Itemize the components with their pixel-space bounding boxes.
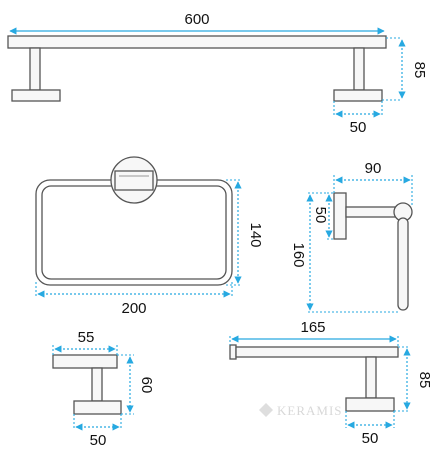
- hand-towel-bar-end-cap: [229, 344, 237, 360]
- towel-bar-left-post: [29, 47, 41, 91]
- paper-holder-rod: [397, 217, 409, 311]
- towel-ring: 140 200: [35, 156, 264, 317]
- robe-hook-width-label: 55: [78, 329, 95, 346]
- towel-ring-holder: [114, 170, 154, 191]
- hand-towel-bar-post: [365, 356, 377, 399]
- towel-bar-right-base: [333, 89, 383, 102]
- towel-ring-height-label: 140: [247, 222, 264, 247]
- hand-towel-bar-base: [345, 397, 395, 412]
- hand-towel-bar-base-label: 50: [362, 430, 379, 447]
- paper-holder-height-label: 160: [290, 242, 307, 267]
- paper-holder-base-plate: [333, 192, 347, 240]
- towel-bar-left-base: [11, 89, 61, 102]
- hand-towel-bar-height-label: 85: [416, 372, 433, 389]
- robe-hook-top-cap: [52, 354, 118, 369]
- robe-hook-height-label: 60: [138, 377, 155, 394]
- hand-towel-bar: 165 85 50: [229, 319, 433, 447]
- robe-hook-base: [73, 400, 122, 415]
- hand-towel-bar-rail: [235, 346, 399, 358]
- towel-bar-right-post: [353, 47, 365, 91]
- towel-bar-rail: [7, 35, 387, 49]
- robe-hook-stem: [91, 367, 103, 402]
- robe-hook-base-label: 50: [90, 432, 107, 449]
- towel-ring-width-label: 200: [121, 300, 146, 317]
- diamond-icon: [259, 403, 273, 417]
- towel-bar-base-label: 50: [350, 119, 367, 136]
- paper-holder: 90 50 160: [290, 160, 413, 313]
- robe-hook: 55 60 50: [52, 329, 155, 449]
- paper-holder-base-label: 50: [312, 207, 329, 224]
- towel-bar-height-label: 85: [411, 62, 428, 79]
- paper-holder-width-label: 90: [365, 160, 382, 177]
- hand-towel-bar-length-label: 165: [300, 319, 325, 336]
- towel-bar: 600 85 50: [7, 11, 428, 136]
- towel-bar-length-label: 600: [184, 11, 209, 28]
- watermark-text: KERAMIS: [277, 403, 343, 418]
- watermark: KERAMIS: [259, 403, 343, 418]
